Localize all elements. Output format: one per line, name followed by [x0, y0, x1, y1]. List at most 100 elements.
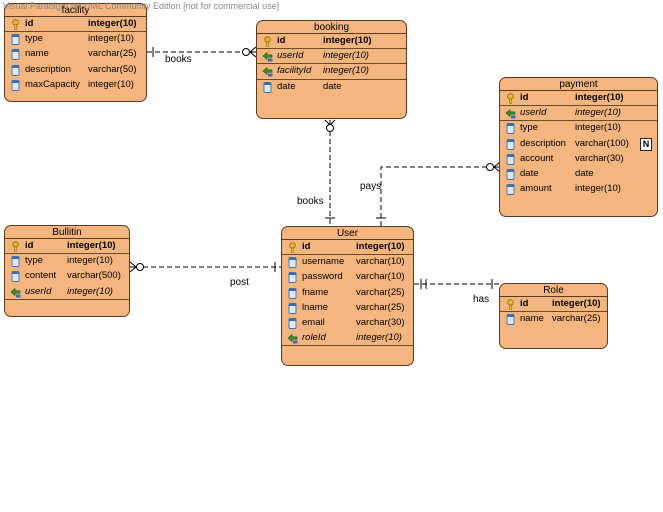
- column-type: date: [323, 80, 342, 92]
- column-name: id: [302, 241, 311, 252]
- column-name: maxCapacity: [25, 78, 80, 90]
- rel-user-payment: [376, 161, 501, 226]
- column-name: description: [25, 63, 71, 75]
- column-icon: [287, 287, 298, 299]
- foreign-key-icon: [505, 108, 516, 119]
- primary-key-icon: [262, 36, 273, 47]
- column-name: type: [520, 122, 538, 134]
- column-name: date: [277, 80, 296, 92]
- column-type: varchar(25): [356, 286, 405, 298]
- column-icon: [10, 271, 21, 283]
- column-name: userId: [277, 50, 304, 62]
- rel-facility-booking: [147, 46, 257, 58]
- column-icon: [10, 49, 21, 61]
- column-row[interactable]: maxCapacity integer(10): [5, 78, 146, 93]
- column-type: varchar(10): [356, 271, 405, 283]
- primary-key-icon: [10, 241, 21, 252]
- column-type: integer(10): [575, 122, 621, 134]
- column-name: lname: [302, 301, 328, 313]
- column-type: integer(10): [552, 298, 601, 309]
- column-type: integer(10): [67, 255, 113, 267]
- foreign-key-icon: [262, 66, 273, 77]
- column-row[interactable]: email varchar(30): [282, 316, 413, 331]
- column-name: id: [25, 18, 34, 29]
- column-icon: [10, 79, 21, 91]
- column-name: email: [302, 316, 325, 328]
- column-name: account: [520, 152, 554, 164]
- column-icon: [262, 81, 273, 93]
- entity-title: facility: [5, 4, 146, 17]
- column-row[interactable]: lname varchar(25): [282, 301, 413, 316]
- entity-title: payment: [500, 78, 657, 91]
- column-name: id: [25, 240, 34, 251]
- column-name: date: [520, 167, 539, 179]
- rel-user-booking: [324, 119, 336, 226]
- column-type: varchar(500): [67, 270, 121, 282]
- entity-title: User: [282, 227, 413, 240]
- column-type: integer(10): [88, 78, 134, 90]
- rel-role-user: [414, 279, 499, 289]
- column-type: varchar(50): [88, 63, 137, 75]
- column-row[interactable]: date date: [257, 80, 406, 95]
- column-type: integer(10): [88, 18, 137, 29]
- entity-title: Role: [500, 284, 607, 297]
- column-row[interactable]: id integer(10): [500, 297, 607, 313]
- rel-user-bullitin: [129, 261, 281, 273]
- column-type: varchar(100): [575, 137, 629, 149]
- column-icon: [505, 153, 516, 165]
- column-name: username: [302, 256, 345, 268]
- column-type: varchar(25): [356, 301, 405, 313]
- column-row[interactable]: fname varchar(25): [282, 286, 413, 301]
- column-row[interactable]: id integer(10): [5, 17, 146, 33]
- column-name: fname: [302, 286, 329, 298]
- column-row[interactable]: description varchar(50): [5, 63, 146, 78]
- column-type: integer(10): [575, 183, 621, 195]
- column-row[interactable]: type integer(10): [500, 121, 657, 136]
- column-type: integer(10): [323, 35, 372, 46]
- foreign-key-icon: [262, 51, 273, 62]
- foreign-key-icon: [10, 287, 21, 298]
- column-row[interactable]: type integer(10): [5, 254, 129, 269]
- column-name: id: [520, 298, 529, 309]
- column-type: varchar(30): [356, 316, 405, 328]
- column-icon: [505, 138, 516, 150]
- column-type: integer(10): [88, 33, 134, 45]
- column-icon: [287, 272, 298, 284]
- watermark: Visual Paradigm for UML Community Editio…: [3, 1, 280, 11]
- column-type: integer(10): [356, 332, 402, 344]
- column-icon: [10, 34, 21, 46]
- column-icon: [287, 302, 298, 314]
- column-row[interactable]: name varchar(25): [5, 47, 146, 62]
- column-name: name: [25, 48, 49, 60]
- column-type: varchar(25): [88, 48, 137, 60]
- column-name: description: [520, 137, 566, 149]
- column-name: type: [25, 255, 43, 267]
- column-icon: [505, 123, 516, 135]
- column-name: name: [520, 313, 544, 325]
- rel-label-facility-booking: books: [165, 54, 192, 65]
